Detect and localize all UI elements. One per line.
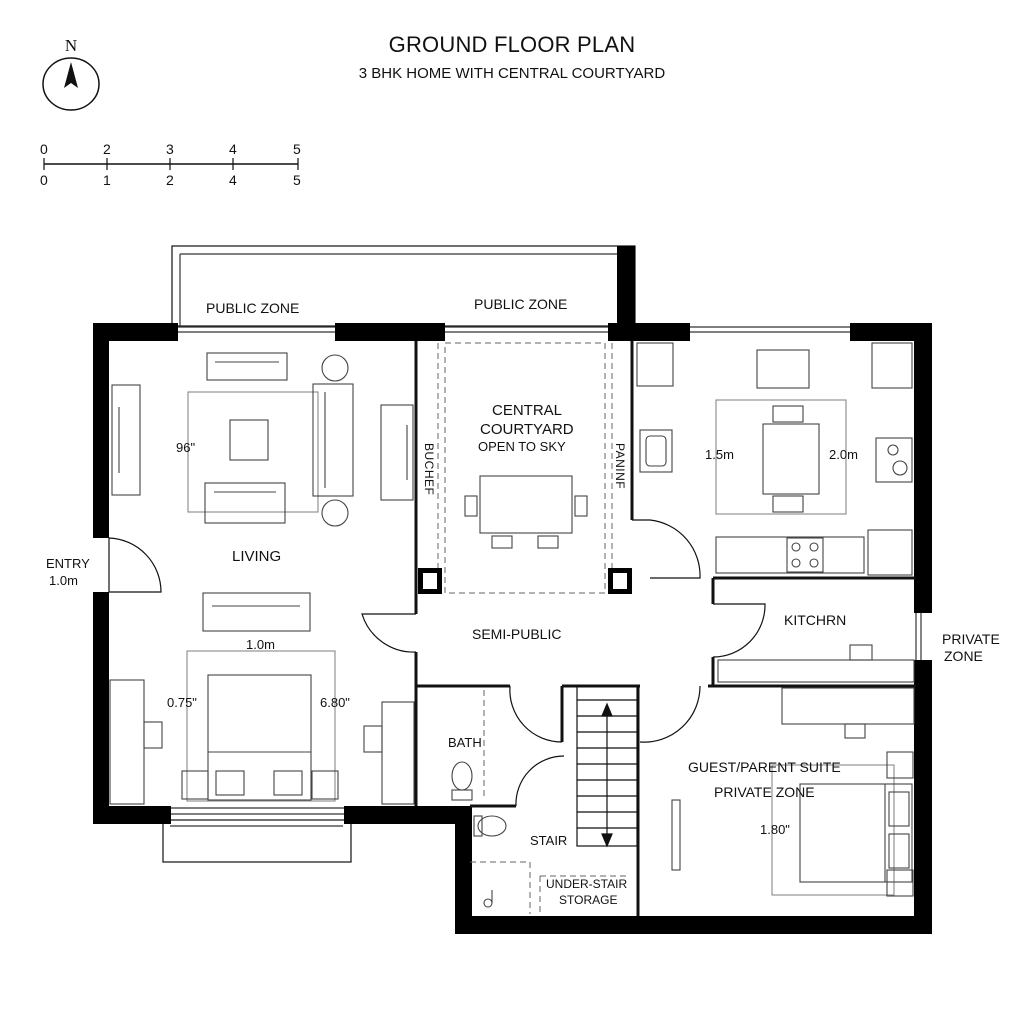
scale-bottom-tick: 5 bbox=[293, 172, 301, 188]
stair-label: STAIR bbox=[530, 833, 568, 848]
plan-title: GROUND FLOOR PLAN bbox=[388, 32, 636, 57]
scale-bar-line bbox=[43, 158, 299, 170]
panel-vertical-label: PANINF bbox=[613, 443, 627, 490]
courtyard-label-line1: CENTRAL bbox=[492, 402, 563, 419]
living-room-label: LIVING bbox=[232, 548, 282, 565]
bedroom-width-dimension: 1.0m bbox=[246, 637, 275, 652]
dining-right-dimension: 2.0m bbox=[829, 447, 858, 462]
plan-linework bbox=[162, 245, 922, 863]
kitchen-label: KITCHRN bbox=[784, 612, 847, 628]
scale-top-tick: 0 bbox=[40, 141, 48, 157]
compass: N bbox=[40, 36, 102, 112]
staircase bbox=[576, 685, 638, 848]
doors bbox=[108, 519, 766, 807]
public-zone-label-left: PUBLIC ZONE bbox=[206, 300, 300, 316]
guest-suite-label: GUEST/PARENT SUITE bbox=[688, 759, 841, 775]
dining-left-dimension: 1.5m bbox=[705, 447, 734, 462]
scale-bottom-tick: 4 bbox=[229, 172, 237, 188]
scale-top-tick: 5 bbox=[293, 141, 301, 157]
courtyard-outline bbox=[437, 342, 630, 914]
bedroom-right-dimension: 6.80" bbox=[320, 695, 350, 710]
buffet-vertical-label: BUCHEF bbox=[422, 443, 436, 496]
north-label: N bbox=[64, 36, 78, 55]
public-zone-label-right: PUBLIC ZONE bbox=[474, 296, 568, 312]
entry-width-label: 1.0m bbox=[49, 573, 78, 588]
bedroom-left-dimension: 0.75" bbox=[167, 695, 197, 710]
private-zone-room-label: PRIVATE ZONE bbox=[714, 784, 815, 800]
scale-bottom-tick: 0 bbox=[40, 172, 48, 188]
storage-label-line2: STORAGE bbox=[559, 893, 618, 907]
plan-subtitle: 3 BHK HOME WITH CENTRAL COURTYARD bbox=[358, 65, 666, 82]
furniture bbox=[109, 342, 915, 908]
scale-bottom-tick: 2 bbox=[166, 172, 174, 188]
scale-bar: 0 2 3 4 5 0 1 2 4 5 bbox=[36, 140, 316, 190]
bath-label: BATH bbox=[448, 735, 482, 750]
courtyard-label-line2: COURTYARD bbox=[480, 421, 574, 438]
entry-label: ENTRY bbox=[46, 556, 90, 571]
scale-bottom-tick: 1 bbox=[103, 172, 111, 188]
semi-public-label: SEMI-PUBLIC bbox=[472, 626, 562, 642]
private-zone-label-line1: PRIVATE bbox=[942, 631, 1000, 647]
courtyard-label-line3: OPEN TO SKY bbox=[478, 439, 566, 454]
living-dimension: 96" bbox=[176, 440, 196, 455]
private-zone-label-line2: ZONE bbox=[944, 648, 983, 664]
walls bbox=[93, 246, 932, 934]
scale-top-tick: 4 bbox=[229, 141, 237, 157]
storage-label-line1: UNDER-STAIR bbox=[546, 877, 628, 891]
suite-bed-dimension: 1.80" bbox=[760, 822, 790, 837]
scale-top-tick: 2 bbox=[103, 141, 111, 157]
north-arrow-icon bbox=[42, 57, 100, 111]
scale-top-tick: 3 bbox=[166, 141, 174, 157]
